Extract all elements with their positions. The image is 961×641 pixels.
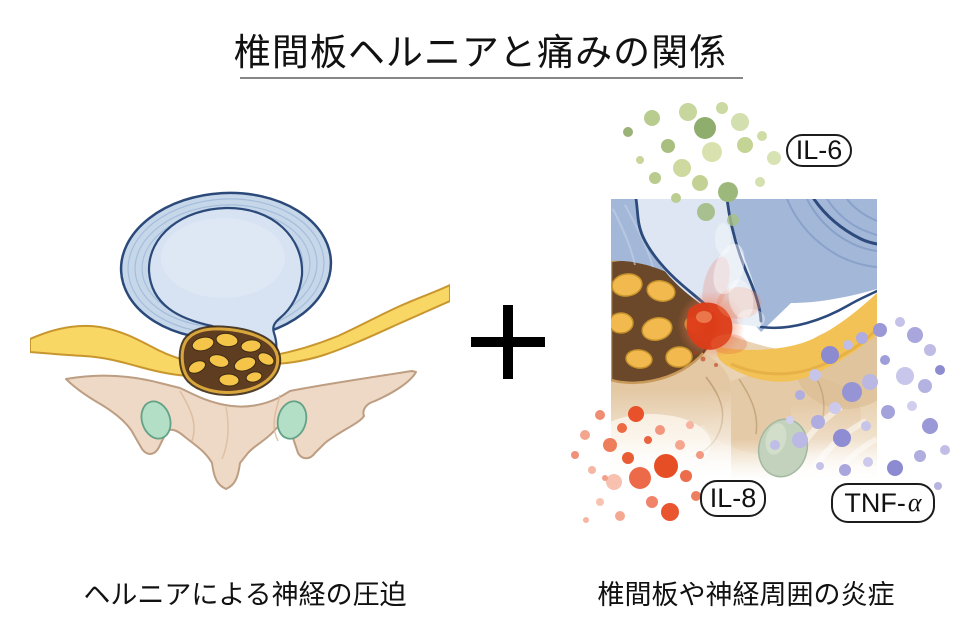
plus-icon: [471, 305, 545, 379]
inflammation-closeup-illustration: [611, 199, 877, 480]
fade-bottom: [611, 439, 877, 480]
il6-label-text: IL-6: [795, 135, 843, 165]
tnf-alpha-label: TNF- α: [831, 483, 935, 523]
il8-label-text: IL-8: [709, 483, 757, 513]
compressed-dural-sac: [178, 325, 282, 396]
tnf-label-alpha: α: [907, 488, 922, 517]
title-underline: [240, 77, 743, 79]
page-title: 椎間板ヘルニアと痛みの関係: [233, 32, 728, 73]
il8-label: IL-8: [700, 480, 766, 517]
facet-joint-left: [140, 400, 172, 440]
inflammation-wisps: [713, 223, 765, 329]
navy-contours: [634, 199, 877, 330]
plus-horizontal-bar: [471, 337, 545, 347]
tnf-label-prefix: TNF-: [844, 487, 906, 518]
left-caption: ヘルニアによる神経の圧迫: [83, 580, 407, 610]
disc-nucleus-herniation: [147, 206, 304, 368]
right-caption: 椎間板や神経周囲の炎症: [597, 580, 895, 610]
nerve-rootlets: [187, 332, 275, 387]
facet-joint-right: [276, 400, 308, 440]
spinal-nerve-left: [30, 324, 195, 377]
nerve-roots-closeup: [611, 273, 706, 369]
herniation-compression-illustration: [30, 191, 450, 490]
il6-label: IL-6: [786, 134, 852, 167]
inflammation-bulge: [677, 287, 761, 367]
spinal-nerve-right: [269, 284, 450, 365]
